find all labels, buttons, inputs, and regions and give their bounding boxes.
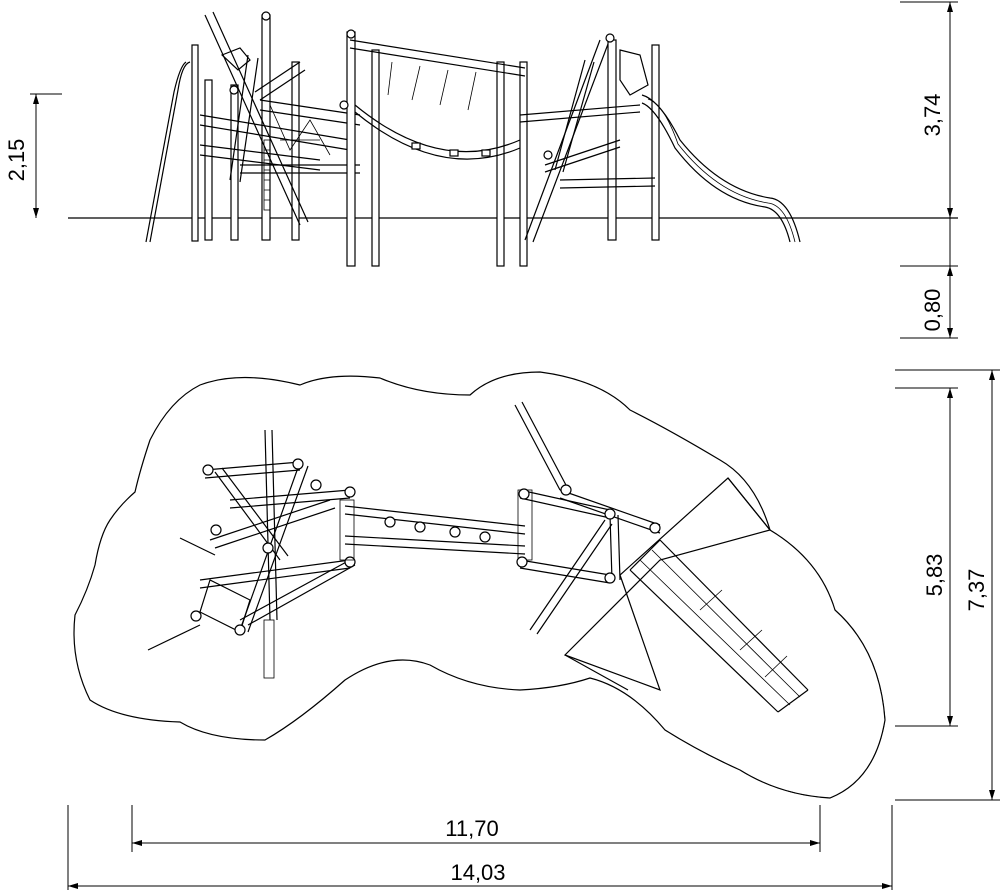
right-tower (519, 33, 660, 243)
left-tower (145, 11, 361, 243)
dimension-total-height (900, 1, 958, 339)
dimension-width (895, 369, 1000, 801)
dimension-label-equipment-width: 5,83 (922, 554, 947, 597)
safety-area-outline (73, 371, 886, 799)
dimension-label-safety-area-length: 14,03 (450, 860, 505, 885)
right-tower-plan (514, 401, 661, 635)
dimension-label-equipment-length: 11,70 (445, 816, 498, 841)
slide-elevation (641, 94, 801, 243)
plan-view: 5,83 7,37 11,70 14,03 (67, 369, 1000, 890)
dimension-label-safety-area-width: 7,37 (964, 569, 989, 612)
slide-plan (563, 477, 809, 713)
left-tower-plan (147, 429, 356, 679)
side-elevation: 2,15 3,74 0,80 (4, 1, 958, 339)
dimension-label-foundation-depth: 0,80 (920, 289, 945, 332)
dimension-label-platform-height: 2,15 (4, 139, 29, 182)
net-bridge (339, 29, 528, 267)
dimension-label-total-height: 3,74 (920, 94, 945, 137)
dimension-platform-height (30, 93, 62, 218)
bridge-plan (339, 489, 533, 561)
dimension-length (67, 805, 893, 890)
